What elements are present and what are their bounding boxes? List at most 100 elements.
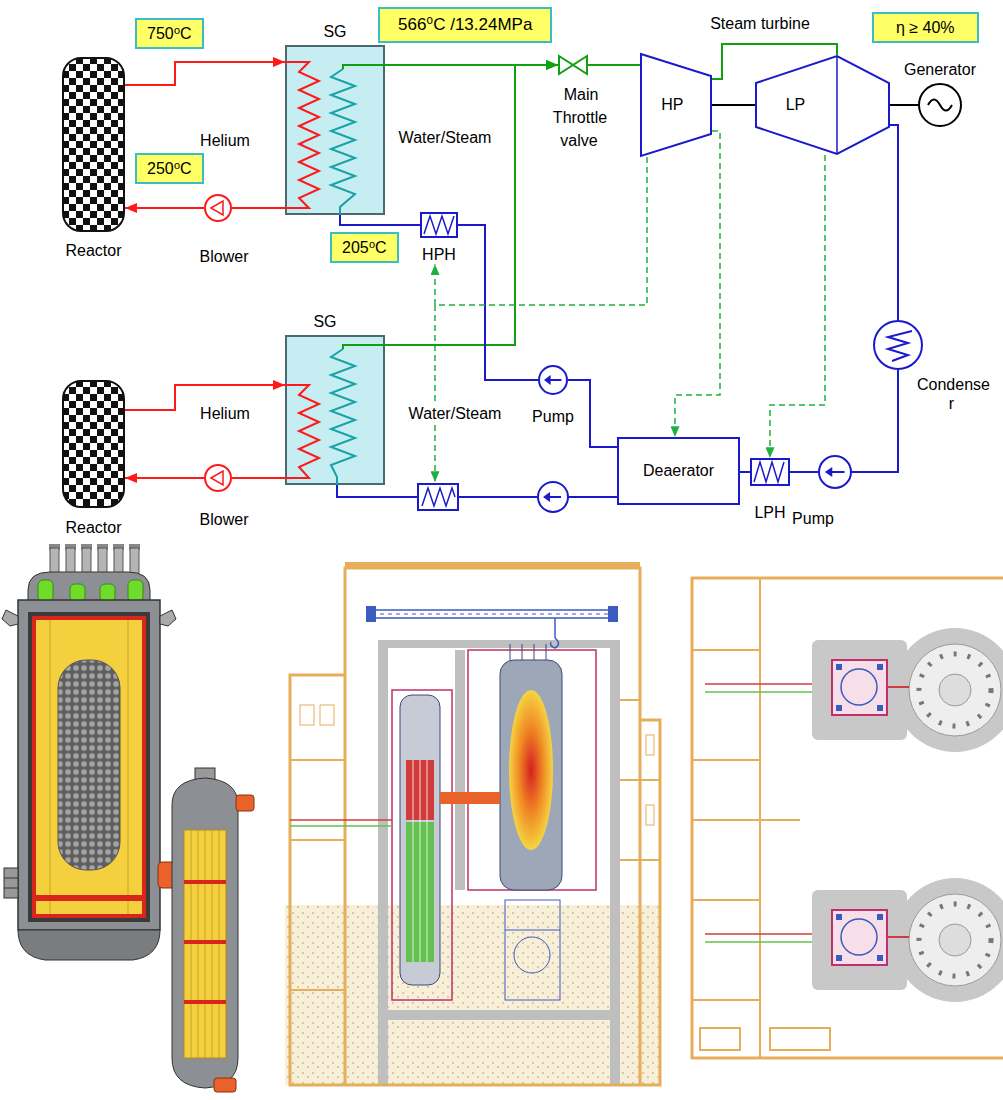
node-text: 205⁰C (342, 238, 387, 257)
helium-blower-outline (204, 464, 232, 492)
label-holder: SG (321, 22, 348, 41)
turbine-shaft (712, 104, 755, 106)
pump-symbol-outline (819, 456, 851, 488)
condenser-outline (873, 320, 923, 370)
steam-generator-outline (286, 46, 384, 214)
turbine-shaft (890, 104, 918, 106)
plan-view (836, 955, 842, 961)
plan-view (692, 759, 760, 761)
building-section (510, 644, 511, 660)
plan-view (700, 1028, 740, 1050)
plan-view (909, 894, 1001, 986)
building-section (620, 859, 660, 861)
building-section (290, 989, 345, 991)
building-section (551, 638, 559, 648)
label-holder: LP (784, 95, 808, 114)
building-section (388, 640, 610, 648)
steam-generator-illustration (184, 880, 226, 884)
plan-view (692, 999, 760, 1001)
label-holder: Pump (530, 407, 576, 426)
feedwater-branch (418, 484, 458, 510)
plan-view (887, 936, 909, 938)
building-section (610, 640, 620, 1085)
high-pressure-heater-outline (420, 212, 458, 238)
plan-view (939, 924, 971, 956)
reactor-core: Reactor (62, 57, 125, 232)
building-section (620, 699, 640, 701)
node-text: 566⁰C /13.24MPa (398, 15, 532, 35)
node-label: SG (321, 23, 348, 40)
helium-pipe (232, 207, 285, 209)
steam-generator-illustration (214, 1078, 236, 1092)
building-section (455, 650, 465, 890)
node-label: Blower (198, 511, 251, 528)
helium-pipe (125, 477, 204, 479)
node-label: HP (659, 96, 685, 113)
building-section (546, 644, 547, 660)
steam-generator-outline (343, 65, 385, 69)
text-label: Steam turbine (708, 15, 812, 32)
feedwater-branch (337, 482, 617, 512)
node-label: HPH (420, 246, 458, 263)
building-section (505, 900, 560, 1000)
condenser-outline (888, 331, 912, 361)
building-section (388, 1010, 610, 1020)
plan-view (841, 669, 877, 705)
water-pipe (890, 125, 898, 320)
building-section (290, 759, 345, 761)
loop-label: Water/Steam (407, 404, 504, 423)
building-section (300, 705, 314, 725)
feedwater-branch (543, 492, 550, 502)
feedwater-branch (422, 488, 455, 506)
building-section (400, 695, 440, 985)
turbine-stage-outline (641, 54, 711, 156)
node-label: Reactor (63, 519, 123, 536)
plan-view (909, 644, 1001, 736)
helium-pipe (125, 207, 204, 209)
loop-label: Water/Steam (397, 128, 494, 147)
low-pressure-heater-outline (754, 462, 784, 482)
feedwater-branch (337, 485, 418, 497)
turbine-stage: LP (755, 55, 890, 155)
plan-view (692, 649, 760, 651)
building-section (514, 937, 550, 973)
steam-generator: SG (285, 45, 385, 215)
pump-symbol-outline (539, 366, 567, 394)
plan-view (836, 914, 842, 920)
node-label: Main Throttle valve (553, 86, 607, 149)
building-section (290, 839, 345, 841)
plan-view (770, 1028, 830, 1050)
turbine-stage-outline (755, 55, 890, 155)
node-label: LPH (752, 504, 787, 521)
building-section (290, 819, 392, 821)
building-section (500, 660, 562, 890)
pump-symbol-outline (825, 467, 832, 477)
node-label: Blower (198, 248, 251, 265)
label-holder: HPH (420, 245, 458, 264)
building-section (646, 735, 654, 755)
helium-blower-outline (211, 471, 223, 485)
steam-generator-illustration (172, 768, 254, 1092)
node-label: Reactor (63, 242, 123, 259)
low-pressure-heater: LPH (750, 458, 790, 486)
low-pressure-heater-outline (751, 459, 789, 485)
throttle-valve-outline (573, 56, 587, 74)
pump-symbol: Pump (538, 365, 568, 395)
building-section (285, 905, 660, 1085)
reactor-vessel-illustration (2, 610, 18, 626)
building-section (440, 792, 500, 804)
condenser: Condense r (873, 320, 923, 370)
plan-view (919, 654, 991, 726)
reactor-vessel-illustration (4, 888, 18, 889)
label-holder: Main Throttle valve (552, 83, 608, 153)
reactor-vessel-illustration (4, 878, 18, 879)
feedwater-branch (538, 482, 568, 512)
throttle-valve: Main Throttle valve (558, 55, 588, 75)
plan-view (919, 904, 991, 976)
building-section (427, 760, 428, 962)
building-section (320, 705, 334, 725)
loop-label: Helium (198, 404, 252, 423)
node-label: Pump (530, 408, 576, 425)
plan-view (836, 664, 842, 670)
parameter-box: 205⁰C (330, 232, 399, 263)
